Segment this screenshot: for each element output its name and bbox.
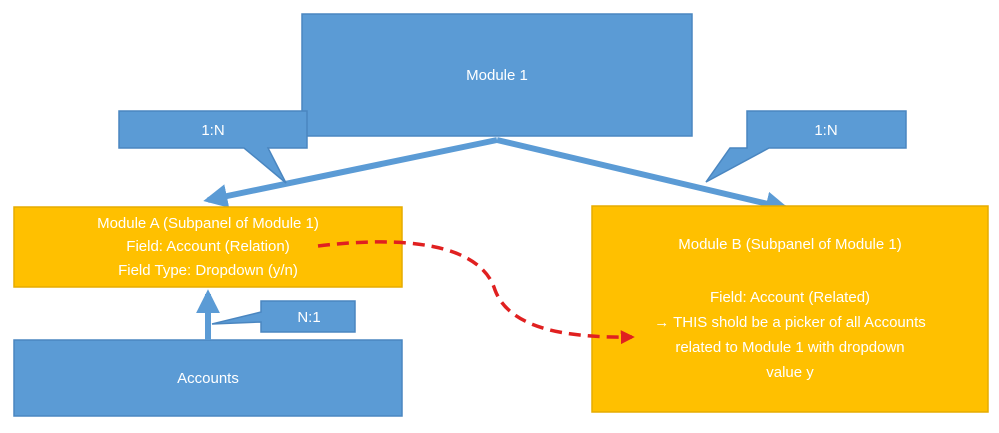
module-1-rect [301, 13, 693, 137]
module-b-line4: related to Module 1 with dropdown [675, 339, 904, 356]
module-a-line3: Field Type: Dropdown (y/n) [118, 262, 298, 279]
callout-n1-label: N:1 [297, 309, 320, 326]
callout-left-shape [118, 110, 308, 184]
callout-n1: N:1 [211, 300, 356, 333]
callout-right-label: 1:N [814, 122, 837, 139]
callout-left-1n: 1:N [118, 110, 308, 184]
module-b-rect [591, 205, 989, 413]
module-a-line2: Field: Account (Relation) [126, 238, 289, 255]
module-1-box: Module 1 [301, 13, 693, 137]
callout-left-label: 1:N [201, 122, 224, 139]
callout-right-1n: 1:N [705, 110, 907, 183]
module-1-title: Module 1 [466, 67, 528, 84]
callout-n1-shape [211, 300, 356, 333]
module-b-line3: → THIS shold be a picker of all Accounts [654, 314, 926, 331]
module-a-box: Module A (Subpanel of Module 1) Field: A… [13, 206, 403, 288]
module-b-line2: Field: Account (Related) [710, 289, 870, 306]
module-b-box: Module B (Subpanel of Module 1) Field: A… [591, 205, 989, 413]
module-a-line1: Module A (Subpanel of Module 1) [97, 215, 319, 232]
callout-right-shape [705, 110, 907, 183]
arrow-module1-to-moduleB [496, 137, 790, 216]
accounts-box: Accounts [13, 339, 403, 417]
accounts-title: Accounts [177, 370, 239, 387]
module-b-line5: value y [766, 364, 814, 381]
arrow-module1-to-moduleA [203, 137, 498, 208]
module-b-line1: Module B (Subpanel of Module 1) [678, 236, 901, 253]
accounts-rect [13, 339, 403, 417]
module-a-rect [13, 206, 403, 288]
dashed-arrow-field-link [317, 240, 635, 345]
